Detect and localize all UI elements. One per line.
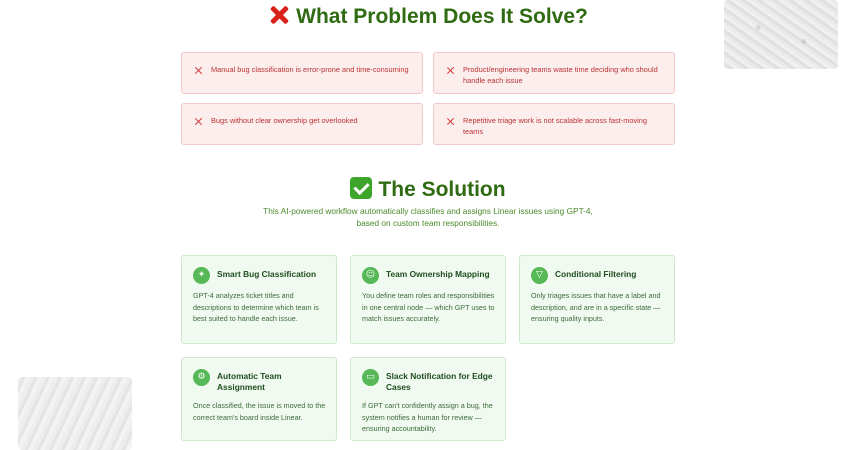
problem-card-text: Bugs without clear ownership get overloo… (211, 116, 358, 125)
check-mark-icon (350, 177, 373, 199)
close-icon (195, 118, 202, 125)
feature-title: Conditional Filtering (555, 269, 637, 279)
feature-title: Slack Notification for Edge Cases (386, 371, 493, 392)
chat-bubble-icon: ▭ (362, 369, 379, 386)
cross-mark-icon (268, 4, 290, 26)
feature-title: Team Ownership Mapping (386, 269, 490, 279)
solution-subtitle: This AI-powered workflow automatically c… (263, 206, 593, 228)
feature-card-smart-bug-classification: ✦ Smart Bug Classification GPT-4 analyze… (181, 255, 337, 344)
feature-description: If GPT can't confidently assign a bug, t… (362, 401, 493, 433)
feature-card-conditional-filtering: ▽ Conditional Filtering Only triages iss… (519, 255, 675, 344)
problem-title-text: What Problem Does It Solve? (296, 5, 588, 28)
problem-card: Repetitive triage work is not scalable a… (433, 103, 675, 145)
close-icon (195, 67, 202, 74)
problem-card: Bugs without clear ownership get overloo… (181, 103, 423, 145)
problem-card-text: Product/engineering teams waste time dec… (463, 65, 658, 85)
feature-card-automatic-team-assignment: ⚙ Automatic Team Assignment Once classif… (181, 357, 337, 441)
feature-description: You define team roles and responsibiliti… (362, 291, 495, 323)
solution-title-text: The Solution (378, 178, 506, 201)
feature-card-team-ownership-mapping: ☺ Team Ownership Mapping You define team… (350, 255, 506, 344)
problem-section-title: What Problem Does It Solve? (0, 4, 856, 29)
solution-section-title: The Solution (0, 177, 856, 202)
problem-card: Product/engineering teams waste time dec… (433, 52, 675, 94)
problem-card: Manual bug classification is error-prone… (181, 52, 423, 94)
feature-title: Automatic Team Assignment (217, 371, 282, 392)
problem-card-text: Manual bug classification is error-prone… (211, 65, 409, 74)
sparkles-icon: ✦ (193, 267, 210, 284)
users-icon: ☺ (362, 267, 379, 284)
feature-card-slack-notification: ▭ Slack Notification for Edge Cases If G… (350, 357, 506, 441)
gear-icon: ⚙ (193, 369, 210, 386)
close-icon (447, 67, 454, 74)
background-photo-bottom-left (18, 377, 132, 450)
background-photo-top-right (724, 0, 838, 69)
problem-card-text: Repetitive triage work is not scalable a… (463, 116, 648, 136)
close-icon (447, 118, 454, 125)
feature-description: GPT-4 analyzes ticket titles and descrip… (193, 291, 319, 323)
feature-title: Smart Bug Classification (217, 269, 317, 279)
filter-icon: ▽ (531, 267, 548, 284)
feature-description: Only triages issues that have a label an… (531, 291, 661, 323)
feature-description: Once classified, the issue is moved to t… (193, 401, 326, 422)
